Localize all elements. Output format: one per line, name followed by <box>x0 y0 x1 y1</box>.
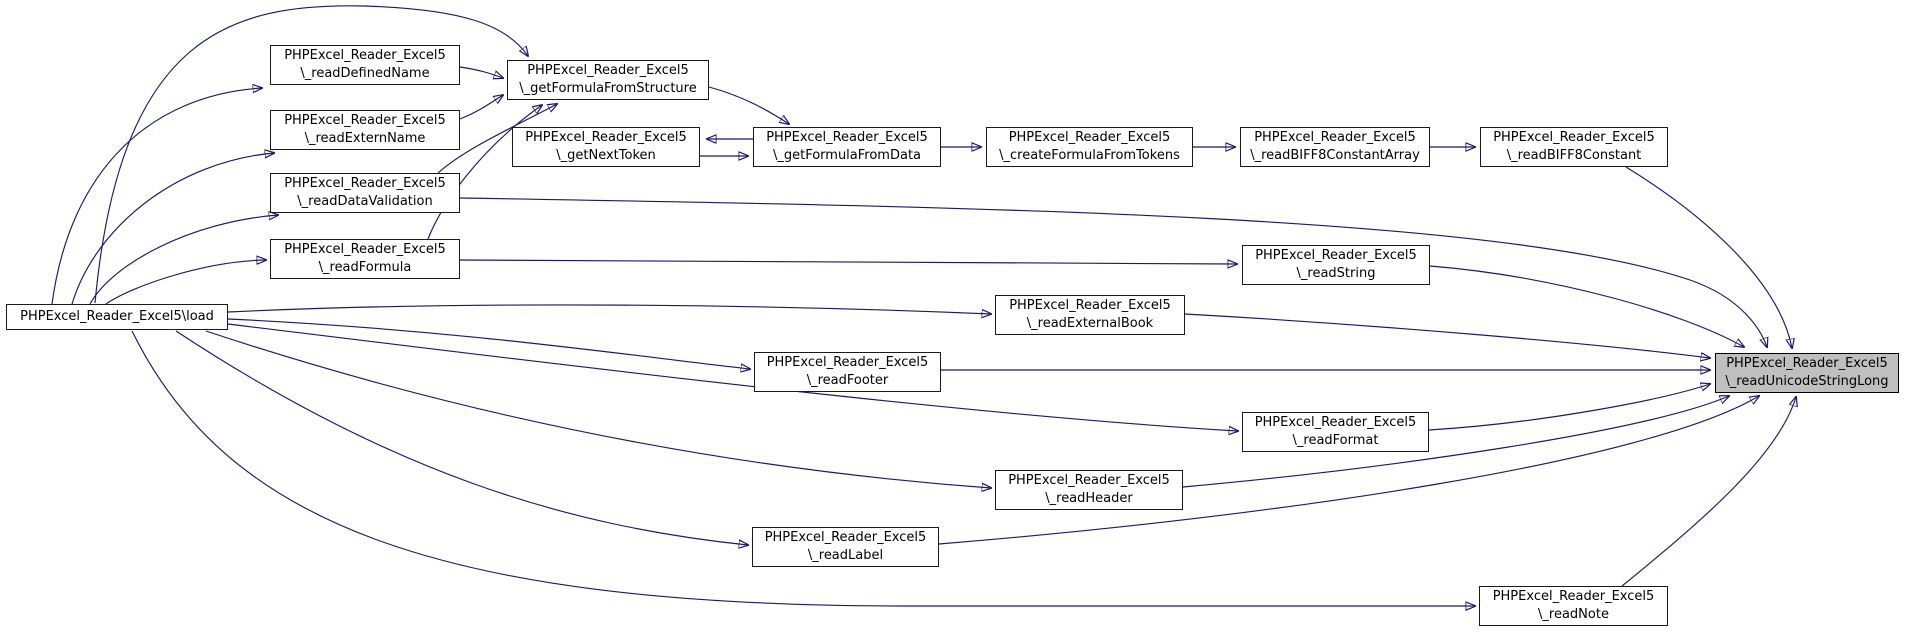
node-readDefinedName[interactable]: PHPExcel_Reader_Excel5 \_readDefinedName <box>270 45 460 85</box>
node-load[interactable]: PHPExcel_Reader_Excel5\load <box>6 304 228 330</box>
node-label: \_readLabel <box>807 548 884 563</box>
edge-readExternName-getFormulaFromStructure <box>459 95 503 120</box>
edge-load-getFormulaFromStructure <box>94 5 528 304</box>
node-label: PHPExcel_Reader_Excel5 <box>766 130 928 145</box>
node-createFormulaFromTokens[interactable]: PHPExcel_Reader_Excel5 \_createFormulaFr… <box>986 127 1193 167</box>
node-readUnicodeStringLong-current: PHPExcel_Reader_Excel5 \_readUnicodeStri… <box>1715 353 1899 393</box>
node-label: \_readNote <box>1538 607 1609 622</box>
node-label: \_readDataValidation <box>297 194 433 209</box>
edge-load-readExternName <box>71 153 274 305</box>
node-label: PHPExcel_Reader_Excel5 <box>527 63 689 78</box>
node-label: PHPExcel_Reader_Excel5 <box>1008 130 1171 145</box>
node-label: \_createFormulaFromTokens <box>999 148 1180 163</box>
node-label: \_readFooter <box>806 373 889 388</box>
edge-readDataValidation-readUnicodeStringLong <box>459 197 1767 347</box>
edge-load-readFormat <box>227 323 1238 431</box>
node-label: \_readFormula <box>318 260 412 275</box>
node-getNextToken[interactable]: PHPExcel_Reader_Excel5 \_getNextToken <box>512 127 700 167</box>
node-label: PHPExcel_Reader_Excel5 <box>1492 589 1655 604</box>
edge-readNote-readUnicodeStringLong <box>1621 397 1796 587</box>
node-label: \_readFormat <box>1292 433 1379 448</box>
node-label: \_readBIFF8ConstantArray <box>1250 148 1420 163</box>
node-readDataValidation[interactable]: PHPExcel_Reader_Excel5 \_readDataValidat… <box>270 173 460 213</box>
node-readBIFF8Constant[interactable]: PHPExcel_Reader_Excel5 \_readBIFF8Consta… <box>1480 127 1668 167</box>
edge-readFormula-getFormulaFromStructure <box>427 105 542 240</box>
edge-readDefinedName-getFormulaFromStructure <box>459 66 503 78</box>
node-label: PHPExcel_Reader_Excel5 <box>284 242 446 257</box>
node-label: \_readUnicodeStringLong <box>1725 374 1889 389</box>
node-readFormat[interactable]: PHPExcel_Reader_Excel5 \_readFormat <box>1242 412 1429 452</box>
node-readNote[interactable]: PHPExcel_Reader_Excel5 \_readNote <box>1479 586 1668 626</box>
node-label: PHPExcel_Reader_Excel5\load <box>20 309 214 324</box>
node-readBIFF8ConstantArray[interactable]: PHPExcel_Reader_Excel5 \_readBIFF8Consta… <box>1240 127 1430 167</box>
node-label: \_readString <box>1296 266 1376 281</box>
edge-load-readDataValidation <box>89 215 278 305</box>
edge-load-readExternalBook <box>227 304 991 314</box>
edge-load-readDefinedName <box>51 88 262 305</box>
node-label: \_readBIFF8Constant <box>1506 148 1642 163</box>
node-label: PHPExcel_Reader_Excel5 <box>1254 415 1417 430</box>
node-label: PHPExcel_Reader_Excel5 <box>1009 298 1171 313</box>
node-readFormula[interactable]: PHPExcel_Reader_Excel5 \_readFormula <box>270 239 460 279</box>
node-label: PHPExcel_Reader_Excel5 <box>525 130 687 145</box>
edge-load-readHeader <box>205 330 991 488</box>
node-label: \_getNextToken <box>556 148 656 163</box>
edge-readFormula-readString <box>459 260 1237 264</box>
node-readHeader[interactable]: PHPExcel_Reader_Excel5 \_readHeader <box>995 470 1183 510</box>
node-label: PHPExcel_Reader_Excel5 <box>284 48 446 63</box>
node-label: PHPExcel_Reader_Excel5 <box>1008 473 1170 488</box>
node-label: \_readExternName <box>304 131 426 146</box>
edge-readHeader-readUnicodeStringLong <box>1182 396 1729 488</box>
edge-load-readFooter <box>227 318 750 369</box>
node-readExternalBook[interactable]: PHPExcel_Reader_Excel5 \_readExternalBoo… <box>995 295 1185 335</box>
node-label: \_getFormulaFromStructure <box>519 81 697 96</box>
edge-readBIFF8Constant-readUnicodeStringLong <box>1625 166 1792 348</box>
node-readExternName[interactable]: PHPExcel_Reader_Excel5 \_readExternName <box>270 110 460 150</box>
node-label: \_readDefinedName <box>300 66 430 81</box>
edge-readLabel-readUnicodeStringLong <box>938 396 1759 545</box>
node-label: \_readHeader <box>1045 491 1133 506</box>
node-readString[interactable]: PHPExcel_Reader_Excel5 \_readString <box>1242 245 1430 285</box>
node-getFormulaFromStructure[interactable]: PHPExcel_Reader_Excel5 \_getFormulaFromS… <box>507 60 709 100</box>
node-readFooter[interactable]: PHPExcel_Reader_Excel5 \_readFooter <box>754 352 941 392</box>
node-label: PHPExcel_Reader_Excel5 <box>1254 130 1416 145</box>
node-label: PHPExcel_Reader_Excel5 <box>1255 248 1417 263</box>
node-label: PHPExcel_Reader_Excel5 <box>1493 130 1655 145</box>
node-label: PHPExcel_Reader_Excel5 <box>284 176 446 191</box>
edge-readFormat-readUnicodeStringLong <box>1428 384 1710 431</box>
node-label: PHPExcel_Reader_Excel5 <box>764 530 927 545</box>
node-readLabel[interactable]: PHPExcel_Reader_Excel5 \_readLabel <box>752 527 939 567</box>
node-label: PHPExcel_Reader_Excel5 <box>766 355 929 370</box>
node-getFormulaFromData[interactable]: PHPExcel_Reader_Excel5 \_getFormulaFromD… <box>753 127 941 167</box>
edge-getFormulaFromStructure-getFormulaFromData <box>708 86 789 124</box>
node-label: \_getFormulaFromData <box>772 148 922 163</box>
node-label: PHPExcel_Reader_Excel5 <box>1726 356 1888 371</box>
edge-load-readFormula <box>105 260 266 305</box>
node-label: \_readExternalBook <box>1026 316 1154 331</box>
node-label: PHPExcel_Reader_Excel5 <box>284 113 446 128</box>
edge-readExternalBook-readUnicodeStringLong <box>1184 313 1710 358</box>
edge-readString-readUnicodeStringLong <box>1429 265 1744 347</box>
edge-load-readLabel <box>175 330 748 545</box>
